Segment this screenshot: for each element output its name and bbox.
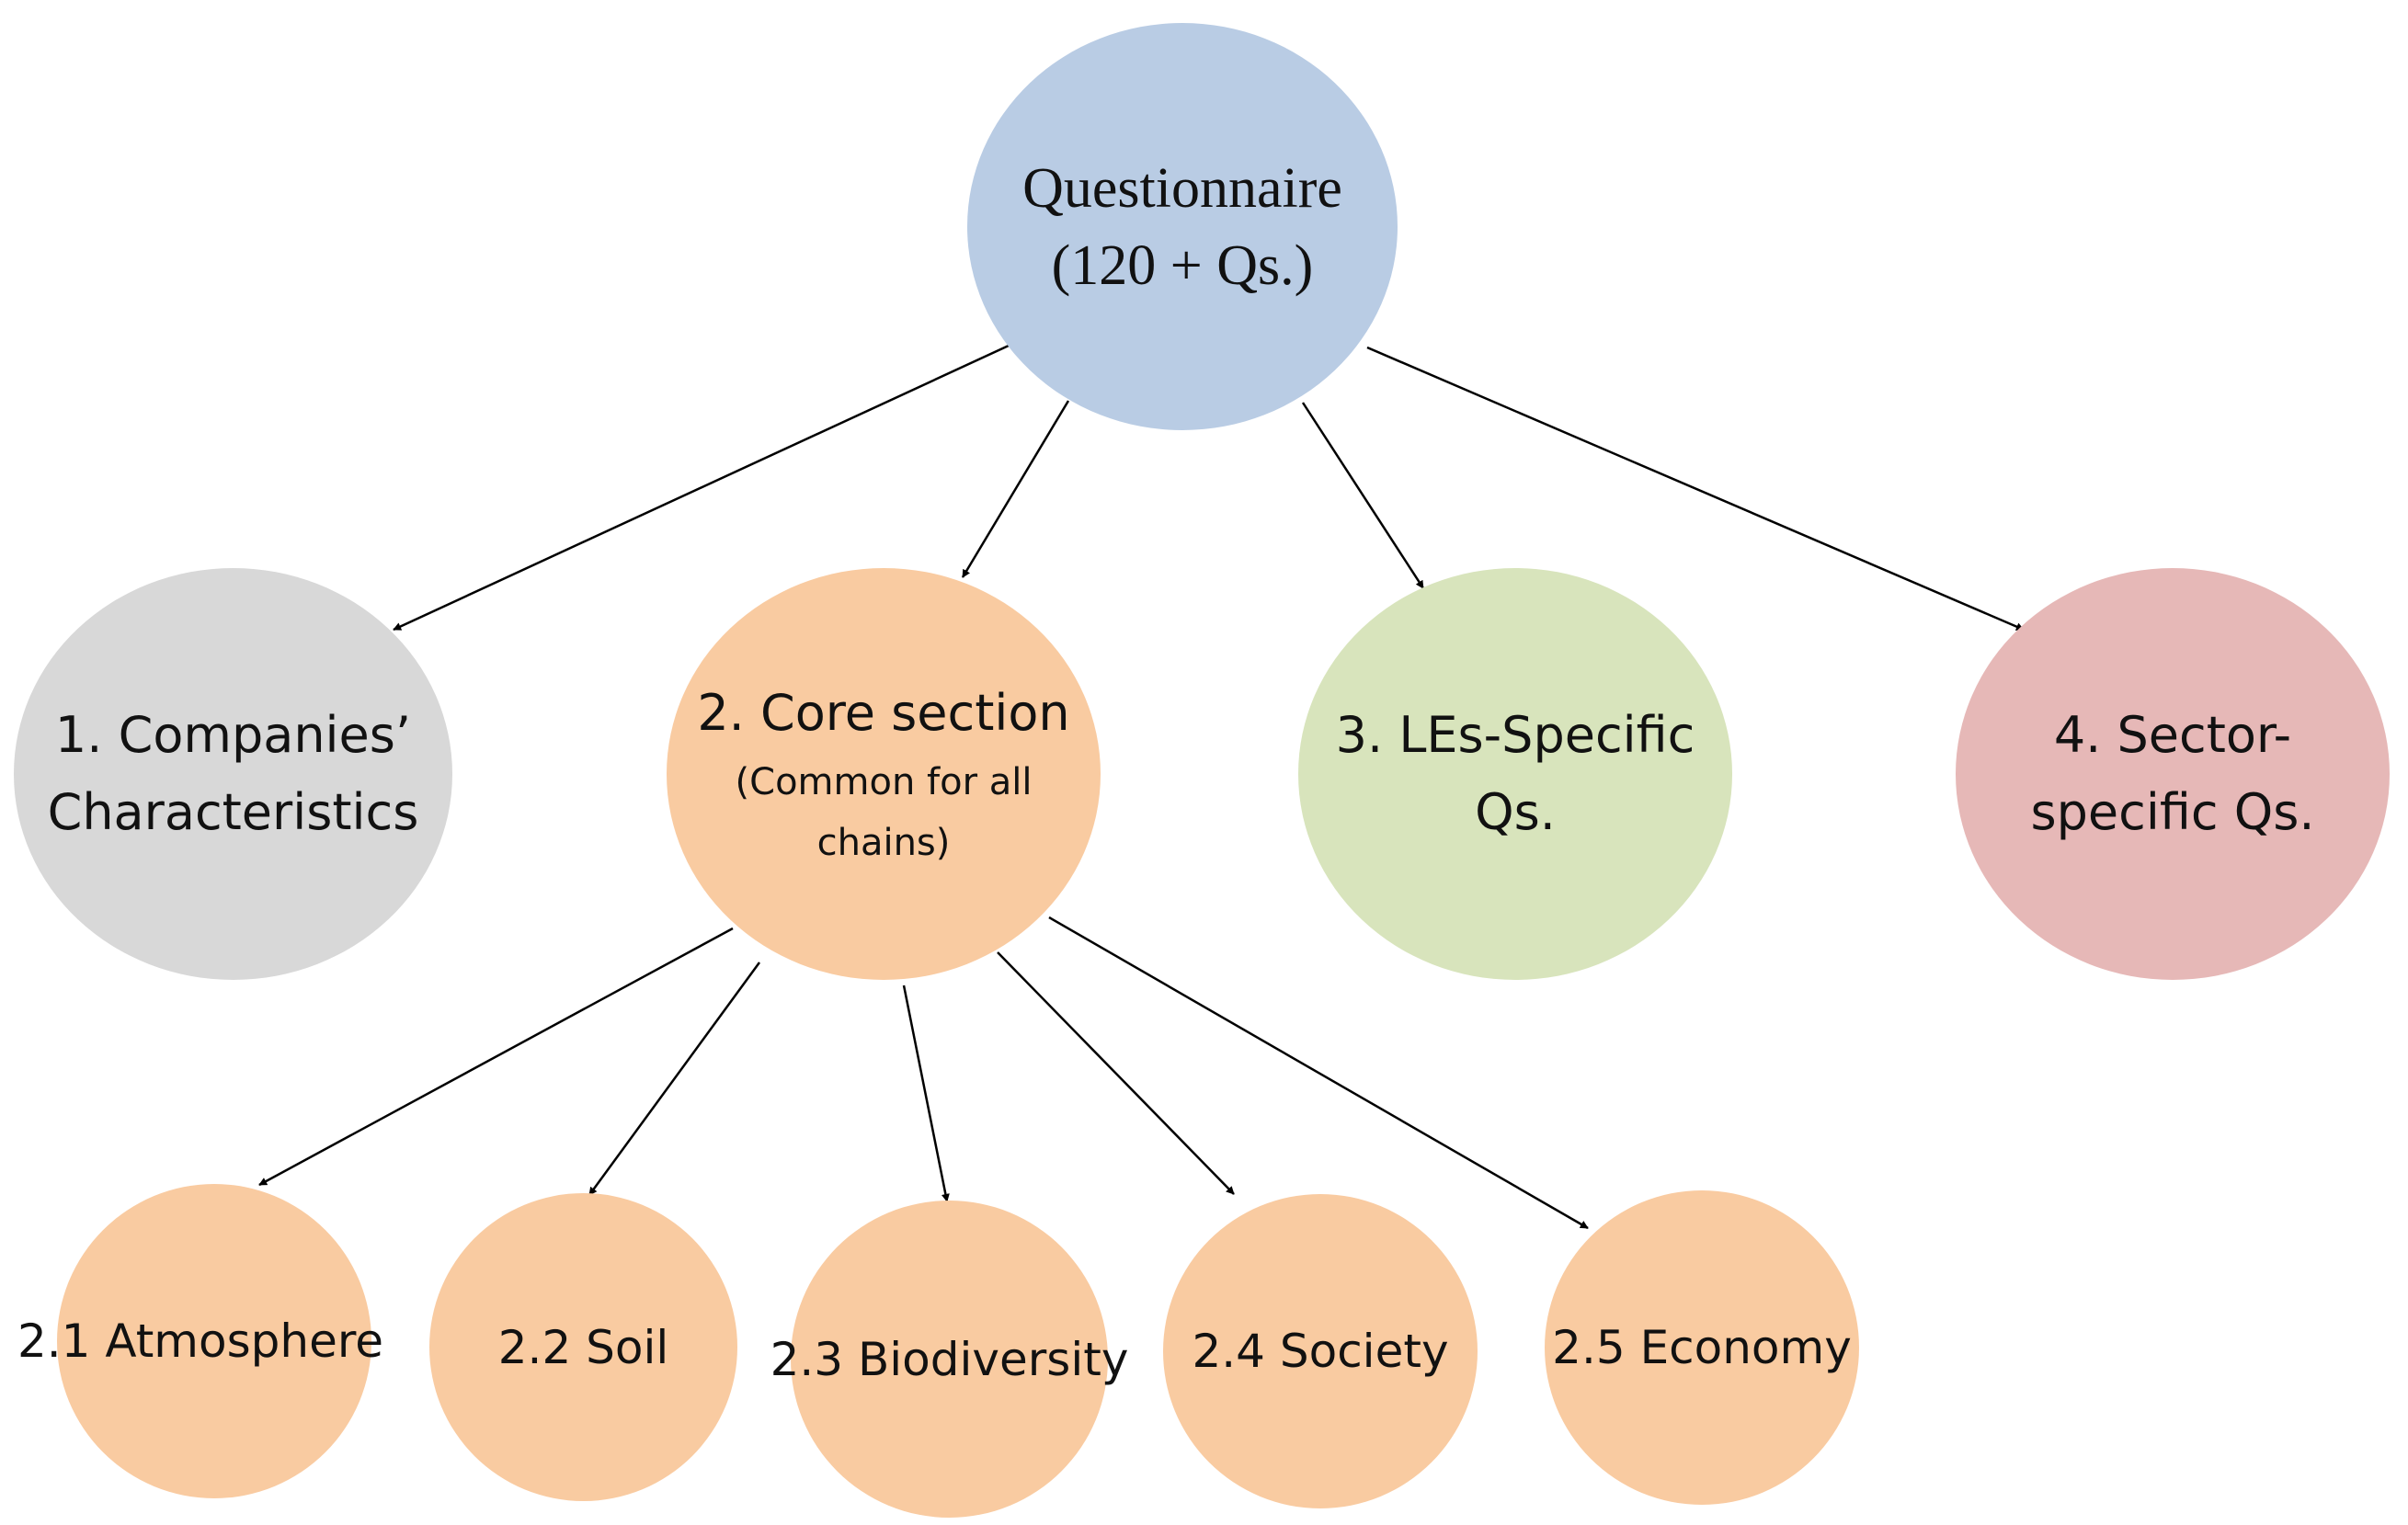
section-3-label-line-2: Qs.: [1475, 783, 1556, 841]
subsection-label: 2.4 Society: [1192, 1325, 1449, 1378]
subsection-node-economy: 2.5 Economy: [1545, 1190, 1859, 1505]
subsection-label: 2.2 Soil: [497, 1320, 669, 1374]
arrow-root-to-section-2: [961, 400, 1070, 578]
subsection-node-atmosphere: 2.1 Atmosphere: [17, 1184, 383, 1498]
root-subtitle: (120 + Qs.): [1051, 233, 1314, 297]
arrow-core-to-biodiversity: [902, 984, 950, 1202]
section-node-core-section: 2. Core section (Common for all chains): [667, 568, 1101, 980]
arrow-core-to-atmosphere: [258, 927, 734, 1187]
arrow-root-to-section-3: [1301, 402, 1425, 589]
section-node-companies-characteristics: 1. Companies’ Characteristics: [14, 568, 452, 980]
root-node-questionnaire: Questionnaire (120 + Qs.): [967, 23, 1398, 430]
section-1-label-line-1: 1. Companies’: [54, 706, 412, 764]
arrow-core-to-soil: [588, 962, 761, 1196]
arrow-core-to-economy: [1048, 916, 1589, 1230]
section-2-label: 2. Core section: [697, 684, 1070, 742]
subsection-label: 2.1 Atmosphere: [17, 1314, 384, 1368]
arrow-core-to-society: [997, 951, 1235, 1195]
subsection-node-biodiversity: 2.3 Biodiversity: [770, 1201, 1128, 1518]
section-3-label-line-1: 3. LEs-Specific: [1335, 706, 1695, 764]
arrow-root-to-section-4: [1366, 346, 2025, 632]
section-2-note-line-1: (Common for all: [735, 761, 1033, 803]
section-2-note-line-2: chains): [816, 822, 951, 864]
section-4-label-line-2: specific Qs.: [2030, 783, 2315, 841]
subsection-node-society: 2.4 Society: [1163, 1194, 1478, 1508]
section-1-label-line-2: Characteristics: [47, 783, 419, 841]
root-title: Questionnaire: [1022, 156, 1342, 220]
arrow-root-to-section-1: [393, 344, 1010, 632]
section-4-label-line-1: 4. Sector-: [2053, 706, 2292, 764]
subsection-node-soil: 2.2 Soil: [429, 1193, 737, 1501]
subsection-label: 2.3 Biodiversity: [770, 1332, 1129, 1386]
section-node-sector-specific: 4. Sector- specific Qs.: [1956, 568, 2390, 980]
subsection-label: 2.5 Economy: [1552, 1321, 1852, 1374]
section-node-les-specific: 3. LEs-Specific Qs.: [1298, 568, 1732, 980]
